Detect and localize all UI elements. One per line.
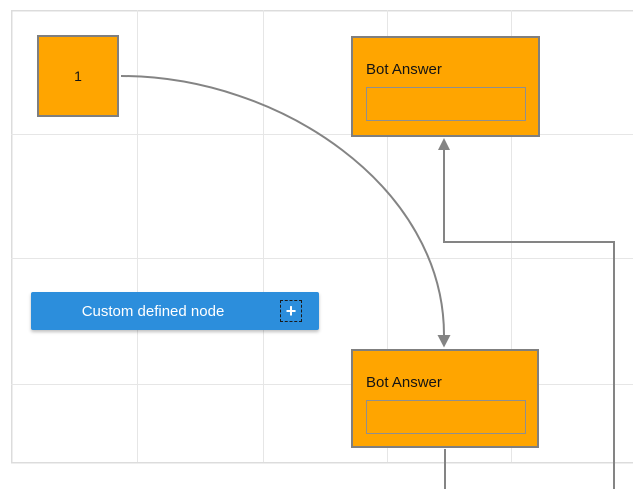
connector-orthogonal-to-top[interactable] (438, 138, 615, 489)
arrowhead-up-icon (438, 138, 450, 150)
node-bot-answer-top[interactable]: Bot Answer (351, 36, 540, 137)
node-custom-defined[interactable]: Custom defined node + (31, 292, 319, 330)
node-square-label: 1 (74, 68, 82, 84)
connector-curve-node1-to-bottom[interactable] (120, 75, 451, 348)
node-title: Bot Answer (366, 374, 442, 391)
node-input-box[interactable] (366, 87, 526, 121)
add-connection-port[interactable]: + (280, 300, 302, 322)
node-input-box[interactable] (366, 400, 526, 434)
arrowhead-down-icon (437, 335, 451, 348)
node-square-1[interactable]: 1 (37, 35, 119, 117)
plus-icon: + (285, 301, 297, 321)
connector-orthogonal-path[interactable] (443, 150, 615, 489)
custom-node-label: Custom defined node (81, 302, 225, 320)
node-bot-answer-bottom[interactable]: Bot Answer (351, 349, 539, 448)
node-title: Bot Answer (366, 61, 442, 78)
connector-curve-path[interactable] (120, 75, 445, 336)
